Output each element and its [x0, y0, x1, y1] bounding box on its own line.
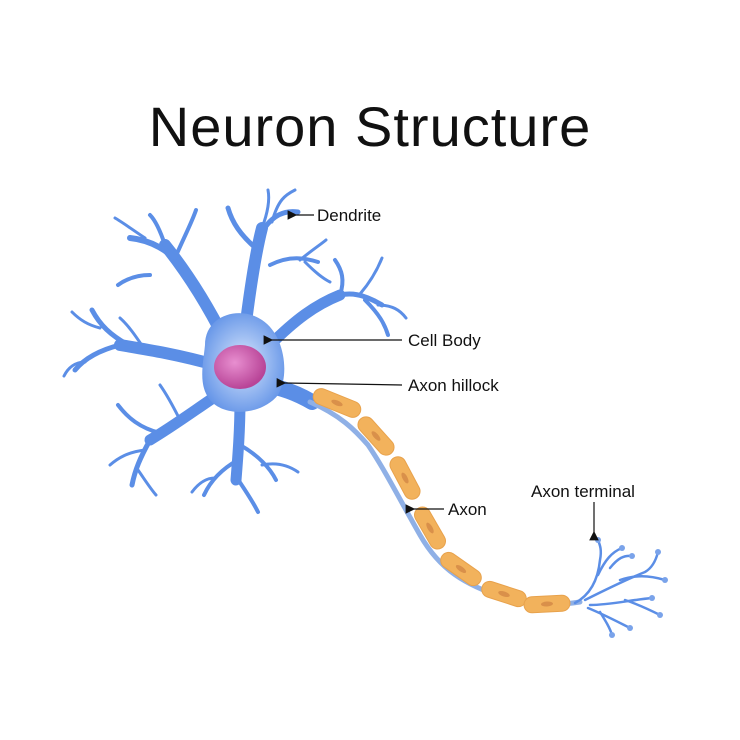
label-axon: Axon: [448, 500, 487, 519]
nucleus-shape: [214, 345, 266, 389]
leader-lines: [263, 210, 599, 541]
axon-hillock-pointer: [276, 378, 403, 388]
label-axon-terminal: Axon terminal: [531, 482, 635, 501]
label-axon-hillock: Axon hillock: [408, 376, 499, 395]
page-title: Neuron Structure: [148, 95, 592, 158]
axon-shape: [307, 388, 583, 614]
label-dendrite: Dendrite: [317, 206, 381, 225]
axon-terminal-shape: [573, 538, 667, 637]
label-cell-body: Cell Body: [408, 331, 481, 350]
